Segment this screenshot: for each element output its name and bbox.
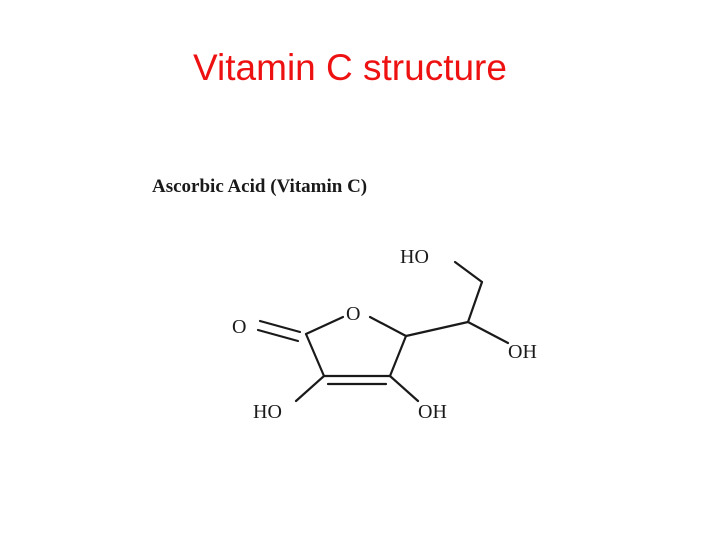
right-hydroxyl-label: OH: [418, 401, 447, 423]
carbonyl-double-bond-lower: [256, 328, 300, 343]
carbonyl-double-bond-upper: [258, 319, 302, 334]
top-hydroxyl-label: HO: [400, 246, 429, 268]
left-hydroxyl-label: HO: [253, 401, 282, 423]
ring-bond-c1-c2: [304, 332, 326, 378]
slide-title: Vitamin C structure: [193, 47, 507, 88]
carbonyl-oxygen-label: O: [232, 316, 246, 338]
side-hydroxyl-label: OH: [508, 341, 537, 363]
structure-caption: Ascorbic Acid (Vitamin C): [152, 176, 367, 197]
ring-bond-c3-c4: [388, 334, 408, 378]
ring-bond-c1-o: [304, 315, 345, 336]
bond-c6-top-hydroxyl: [453, 260, 484, 284]
bond-c2-left-hydroxyl: [294, 374, 326, 403]
ring-oxygen-label: O: [346, 303, 360, 325]
bond-c3-right-hydroxyl: [388, 374, 420, 403]
bond-c5-side-hydroxyl: [466, 320, 510, 345]
bond-c4-c5: [404, 320, 470, 338]
ring-bond-o-c4: [368, 315, 408, 338]
bond-c5-c6: [466, 280, 484, 324]
